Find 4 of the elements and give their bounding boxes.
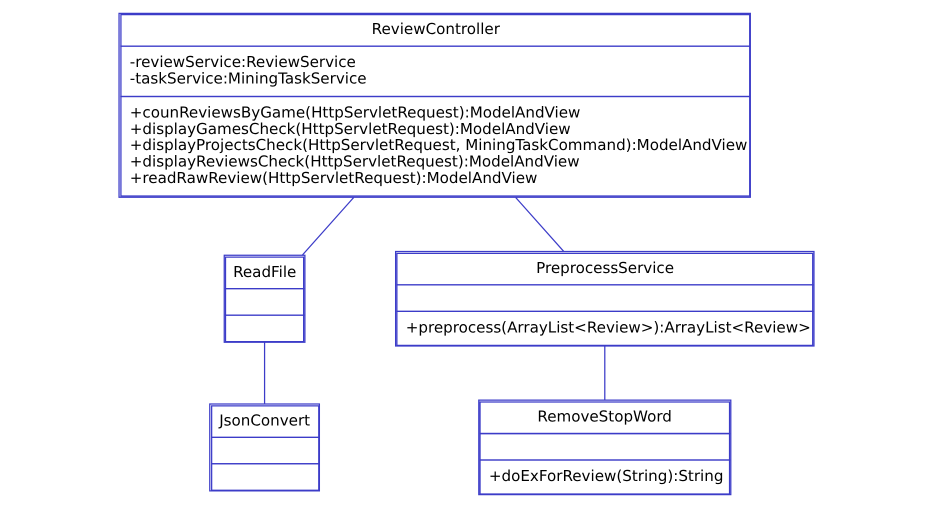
connector bbox=[302, 197, 354, 256]
connector bbox=[604, 346, 606, 400]
connector bbox=[515, 197, 564, 252]
connector bbox=[264, 342, 266, 404]
